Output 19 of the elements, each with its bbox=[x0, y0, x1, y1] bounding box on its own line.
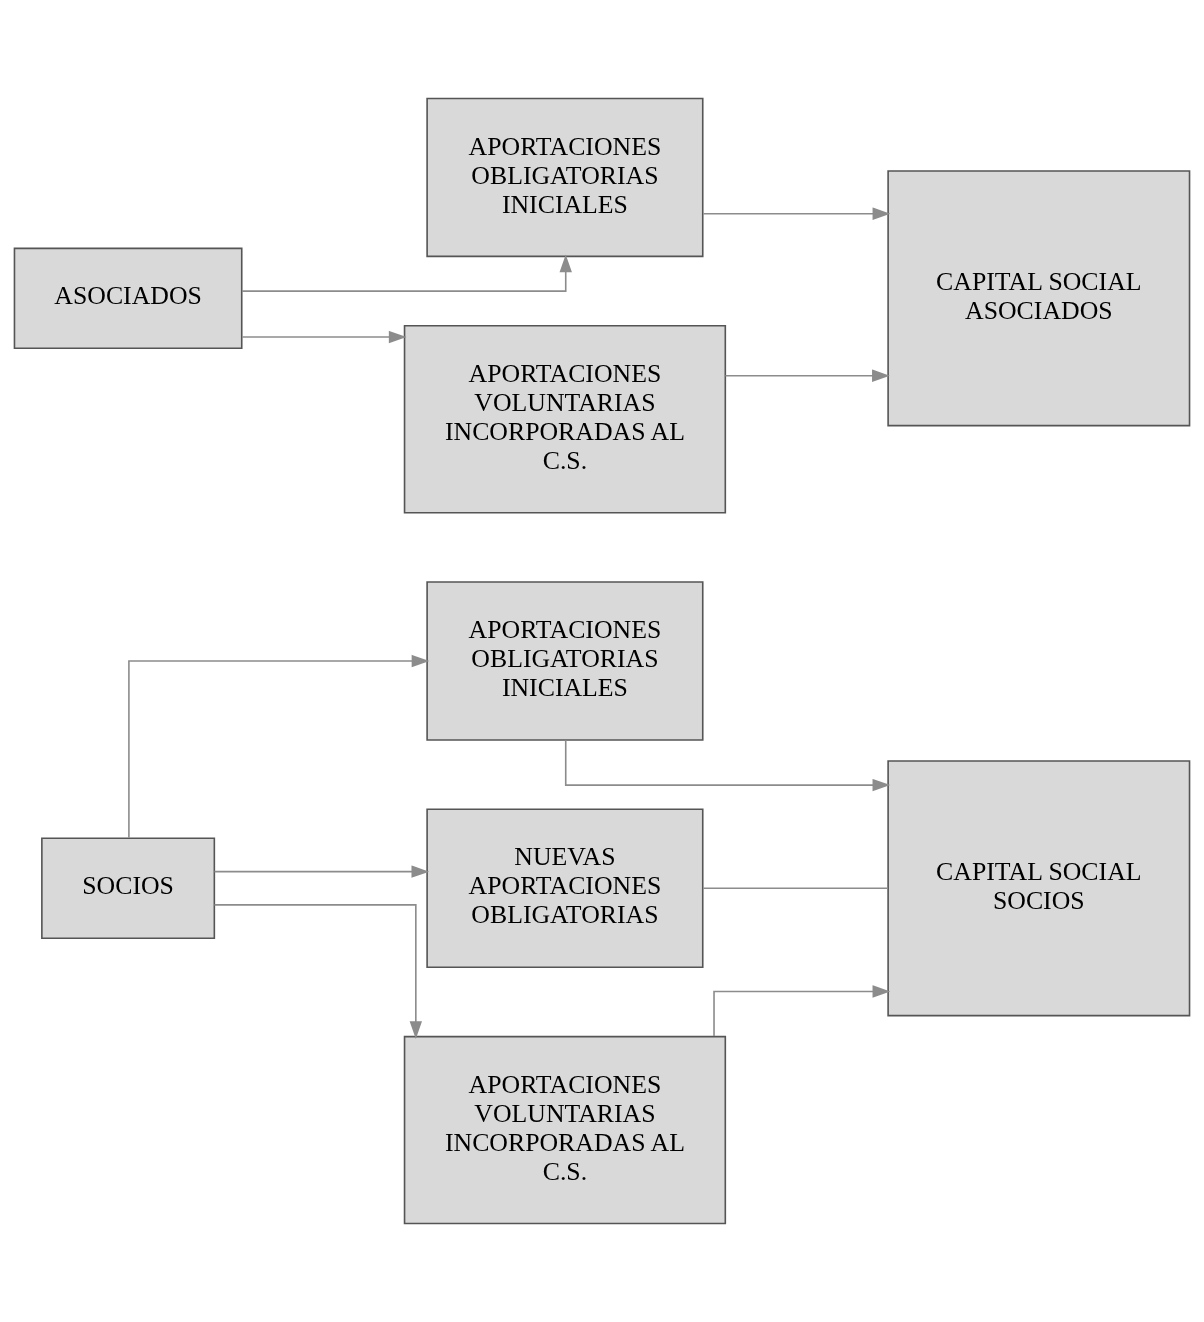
connector bbox=[702, 887, 889, 890]
arrow bbox=[241, 254, 572, 292]
node-box: NUEVAS APORTACIONES OBLIGATORIAS bbox=[426, 808, 704, 969]
node-box: APORTACIONES VOLUNTARIAS INCORPORADAS AL C.S. bbox=[403, 1035, 727, 1225]
arrow bbox=[564, 739, 891, 792]
node-box: SOCIOS bbox=[41, 837, 216, 940]
arrow bbox=[241, 330, 407, 344]
node-box: APORTACIONES OBLIGATORIAS INICIALES bbox=[426, 581, 704, 741]
node-box: APORTACIONES VOLUNTARIAS INCORPORADAS AL C.S. bbox=[403, 324, 727, 514]
arrow bbox=[213, 865, 430, 878]
node-box: ASOCIADOS bbox=[13, 247, 243, 350]
node-box: CAPITAL SOCIAL ASOCIADOS bbox=[887, 170, 1191, 427]
arrow bbox=[713, 985, 891, 1037]
node-box: CAPITAL SOCIAL SOCIOS bbox=[887, 760, 1191, 1017]
arrow bbox=[724, 369, 890, 382]
arrow bbox=[128, 654, 430, 839]
arrow bbox=[702, 207, 891, 220]
node-box: APORTACIONES OBLIGATORIAS INICIALES bbox=[426, 97, 704, 258]
arrow bbox=[213, 904, 423, 1039]
